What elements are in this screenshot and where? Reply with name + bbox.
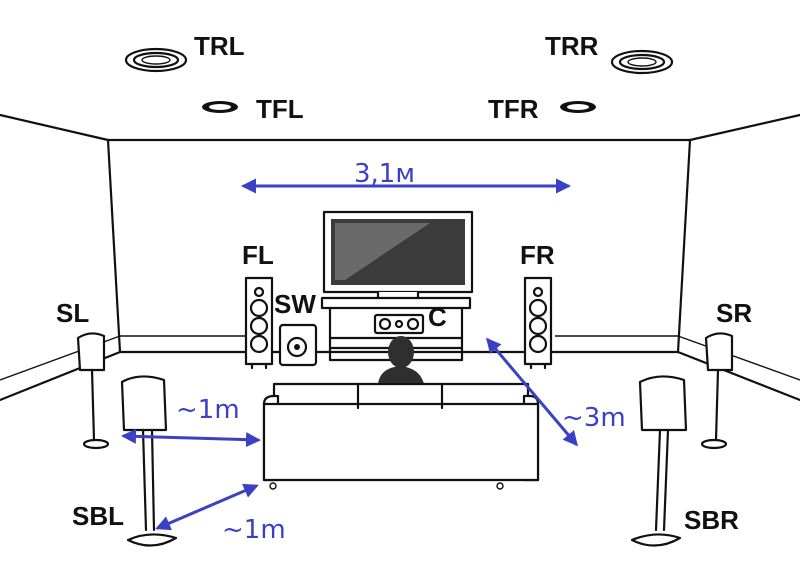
speaker-sw — [278, 323, 318, 367]
speaker-trr — [610, 49, 674, 75]
room-walls — [0, 113, 800, 402]
label-tfl: TFL — [256, 94, 304, 124]
speaker-fl — [244, 276, 274, 370]
dimension-arrow-sbl-corner — [155, 483, 259, 531]
speaker-sl — [76, 332, 110, 450]
label-sbr: SBR — [684, 505, 739, 535]
label-sbl: SBL — [72, 501, 124, 531]
tv — [322, 210, 474, 302]
speaker-sbl — [120, 375, 178, 547]
speaker-sbr — [630, 375, 688, 547]
speaker-trl — [124, 47, 188, 73]
dimension-front-width: 3,1м — [354, 159, 415, 189]
speaker-tfr — [560, 101, 596, 113]
dimension-sbl-corner: ~1m — [222, 515, 286, 545]
listener-silhouette — [378, 336, 424, 384]
speaker-c — [373, 313, 425, 335]
label-fr: FR — [520, 240, 555, 270]
label-sr: SR — [716, 298, 752, 328]
label-trr: TRR — [545, 31, 599, 61]
speaker-tfl — [202, 101, 238, 113]
label-sl: SL — [56, 298, 89, 328]
dimension-arrow-sbl-sofa — [121, 428, 261, 448]
label-tfr: TFR — [488, 94, 539, 124]
speaker-fr — [523, 276, 553, 370]
dimension-fr-listener: ~3m — [562, 403, 626, 433]
label-c: C — [428, 302, 447, 332]
dimension-arrow-fr-listener — [486, 337, 578, 447]
speaker-sr — [700, 332, 734, 450]
label-trl: TRL — [194, 31, 245, 61]
label-sw: SW — [274, 289, 316, 319]
label-fl: FL — [242, 240, 274, 270]
sofa — [262, 382, 540, 490]
dimension-sbl-sofa: ~1m — [176, 395, 240, 425]
